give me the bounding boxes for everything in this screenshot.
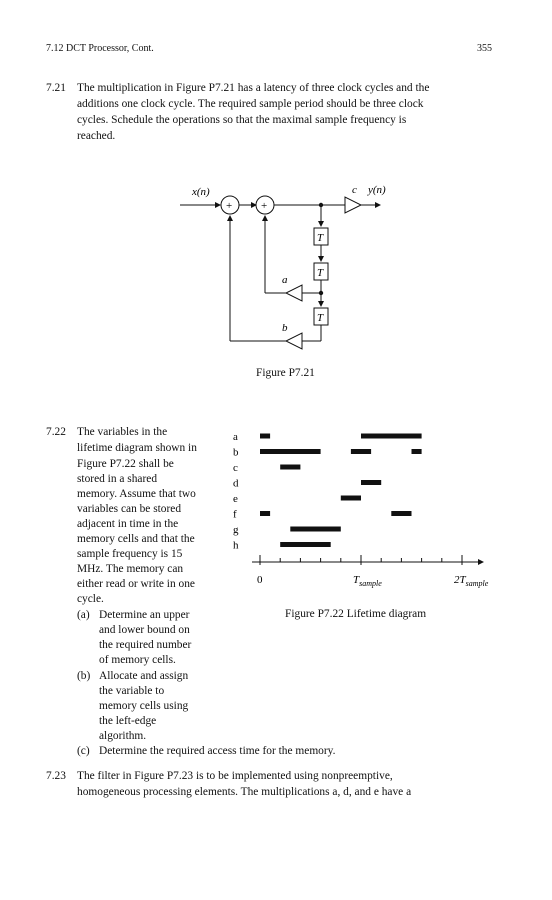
axis-label-2t-sample: 2Tsample [454, 574, 489, 588]
text-line: sample frequency is 15 [77, 548, 183, 560]
running-header-section: 7.12 DCT Processor, Cont. [46, 43, 154, 54]
input-label: x(n) [191, 186, 210, 198]
subpart-label: (a) [77, 609, 90, 621]
subpart-line: Determine an upper [99, 609, 190, 621]
multiplier-b [284, 332, 303, 350]
subpart-line: memory cells using [99, 700, 189, 712]
coef-b-label: b [282, 322, 288, 334]
text-line: additions one clock cycle. The required … [77, 98, 424, 110]
figure-p7-21-caption: Figure P7.21 [256, 367, 315, 379]
lifetime-bar-d-1 [361, 480, 382, 485]
adder-2: + [255, 195, 275, 215]
text-line: cycles. Schedule the operations so that … [77, 114, 407, 126]
adder-1: + [220, 195, 240, 215]
row-label-e: e [233, 493, 238, 505]
delay-2-label: T [317, 267, 324, 279]
lifetime-bar-a-2 [361, 433, 422, 439]
subpart-line: and lower bound on [99, 624, 190, 636]
subpart-line: Determine the required access time for t… [99, 745, 336, 757]
delay-1: T [313, 227, 329, 246]
lifetime-bar-a-1 [260, 433, 271, 439]
text-line: The multiplication in Figure P7.21 has a… [77, 82, 430, 94]
text-line: cycle. [77, 593, 104, 605]
lifetime-bar-b-2 [350, 449, 372, 454]
problem-number: 7.22 [46, 426, 66, 438]
subpart-line: the left-edge [99, 715, 157, 727]
adder-1-plus: + [226, 200, 232, 212]
text-line: homogeneous processing elements. The mul… [77, 786, 412, 798]
text-line: Figure P7.22 shall be [77, 458, 174, 470]
delay-1-label: T [317, 232, 324, 244]
subpart-line: the variable to [99, 685, 165, 697]
text-line: reached. [77, 130, 116, 142]
text-line: memory. Assume that two [77, 488, 196, 500]
figure-p7-22-caption: Figure P7.22 Lifetime diagram [285, 608, 427, 620]
text-line: either read or write in one [77, 578, 195, 590]
axis-label-zero: 0 [257, 574, 263, 586]
subpart-line: the required number [99, 639, 192, 651]
coef-a-label: a [282, 274, 288, 286]
row-label-g: g [233, 524, 239, 536]
lifetime-bar-e-1 [340, 495, 361, 501]
coef-c-label: c [352, 184, 357, 196]
subpart-label: (b) [77, 670, 91, 682]
text-line: The filter in Figure P7.23 is to be impl… [77, 770, 393, 782]
row-label-h: h [233, 540, 239, 552]
text-line: lifetime diagram shown in [77, 442, 197, 454]
row-label-d: d [233, 478, 239, 490]
lifetime-bar-b-1 [260, 449, 321, 454]
delay-2: T [313, 262, 329, 281]
delay-3: T [313, 307, 329, 326]
axis-label-t-sample: Tsample [353, 574, 382, 588]
text-line: MHz. The memory can [77, 563, 184, 575]
problem-number: 7.23 [46, 770, 66, 782]
output-label: y(n) [367, 184, 386, 196]
lifetime-bar-f-2 [391, 511, 412, 516]
multiplier-c [344, 196, 363, 214]
text-line: The variables in the [77, 426, 168, 438]
row-label-a: a [233, 431, 238, 443]
figure-p7-21-diagram: x(n) c y(n) + + T T T a b [180, 184, 386, 350]
subpart-line: of memory cells. [99, 654, 176, 666]
multiplier-a [284, 284, 303, 302]
lifetime-bar-b-3 [411, 449, 422, 454]
problem-number: 7.21 [46, 82, 66, 94]
page-number: 355 [477, 43, 492, 54]
subpart-line: algorithm. [99, 730, 147, 742]
text-line: variables can be stored [77, 503, 182, 515]
delay-3-label: T [317, 312, 324, 324]
text-line: stored in a shared [77, 473, 158, 485]
text-line: adjacent in time in the [77, 518, 179, 530]
text-line: memory cells and that the [77, 533, 195, 545]
lifetime-bar-c-1 [280, 464, 301, 470]
lifetime-bar-h-1 [280, 542, 331, 547]
lifetime-bar-f-1 [260, 511, 271, 516]
adder-2-plus: + [261, 200, 267, 212]
subpart-label: (c) [77, 745, 90, 757]
row-label-b: b [233, 447, 239, 459]
row-label-c: c [233, 462, 238, 474]
lifetime-bar-g-1 [290, 526, 341, 532]
subpart-line: Allocate and assign [99, 670, 189, 682]
row-label-f: f [233, 509, 237, 521]
x-axis-arrow [478, 559, 484, 565]
